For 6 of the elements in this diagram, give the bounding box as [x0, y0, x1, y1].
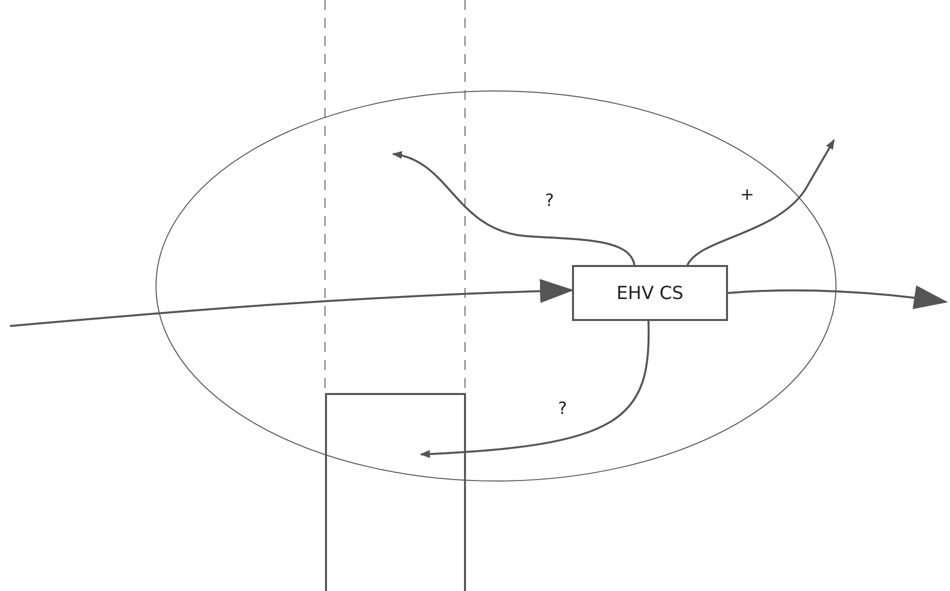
- arrow: [728, 286, 948, 310]
- process-box: EHV CS: [572, 265, 728, 321]
- arrow: [686, 139, 835, 266]
- arrow: [392, 152, 636, 266]
- arrow: [10, 279, 574, 327]
- arrow: [420, 321, 650, 458]
